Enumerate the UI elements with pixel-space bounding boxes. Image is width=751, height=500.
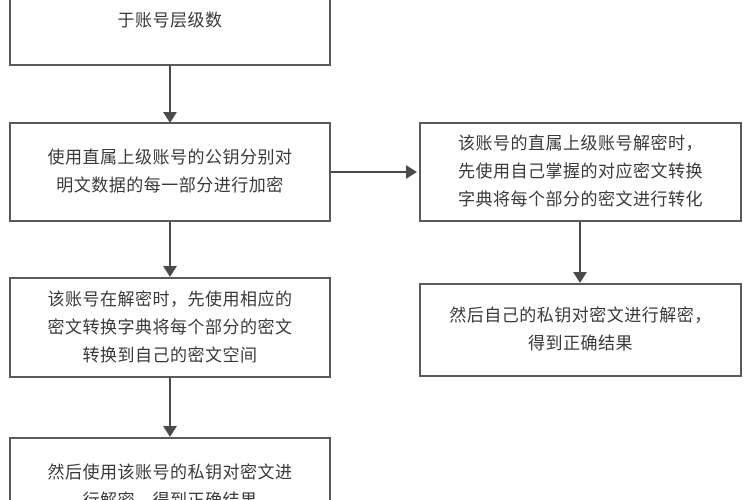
connector-parent-dict-to-parent-decrypt xyxy=(579,222,581,275)
flow-node-self-privkey-label: 然后使用该账号的私钥对密文进 行解密，得到正确结果 xyxy=(47,463,293,500)
connector-encrypt-to-parent-dict xyxy=(331,171,409,173)
flow-node-split-label: 将明文拆解成若干部分，份数等 于账号层级数 xyxy=(48,0,293,31)
arrow-down-icon xyxy=(163,426,177,437)
flow-node-parent-dict: 该账号的直属上级账号解密时， 先使用自己掌握的对应密文转换 字典将每个部分的密文… xyxy=(419,122,742,222)
flow-node-encrypt-label: 使用直属上级账号的公钥分别对 明文数据的每一部分进行加密 xyxy=(47,148,293,196)
connector-encrypt-to-self-dict xyxy=(169,222,171,269)
flow-node-self-dict: 该账号在解密时，先使用相应的 密文转换字典将每个部分的密文 转换到自己的密文空间 xyxy=(9,277,331,378)
flow-node-split: 将明文拆解成若干部分，份数等 于账号层级数 xyxy=(9,0,331,66)
flow-node-parent-decrypt: 然后自己的私钥对密文进行解密， 得到正确结果 xyxy=(419,283,742,377)
arrow-down-icon xyxy=(573,272,587,283)
flow-node-encrypt: 使用直属上级账号的公钥分别对 明文数据的每一部分进行加密 xyxy=(9,122,331,222)
arrow-down-icon xyxy=(163,112,177,123)
flow-node-parent-dict-label: 该账号的直属上级账号解密时， 先使用自己掌握的对应密文转换 字典将每个部分的密文… xyxy=(458,134,703,210)
connector-split-to-encrypt xyxy=(169,66,171,114)
flow-node-self-privkey: 然后使用该账号的私钥对密文进 行解密，得到正确结果 xyxy=(9,437,331,500)
connector-self-dict-to-self-privkey xyxy=(169,378,171,429)
arrow-right-icon xyxy=(406,165,417,179)
flow-node-parent-decrypt-label: 然后自己的私钥对密文进行解密， 得到正确结果 xyxy=(449,306,712,354)
flow-node-self-dict-label: 该账号在解密时，先使用相应的 密文转换字典将每个部分的密文 转换到自己的密文空间 xyxy=(47,289,293,366)
arrow-down-icon xyxy=(163,266,177,277)
